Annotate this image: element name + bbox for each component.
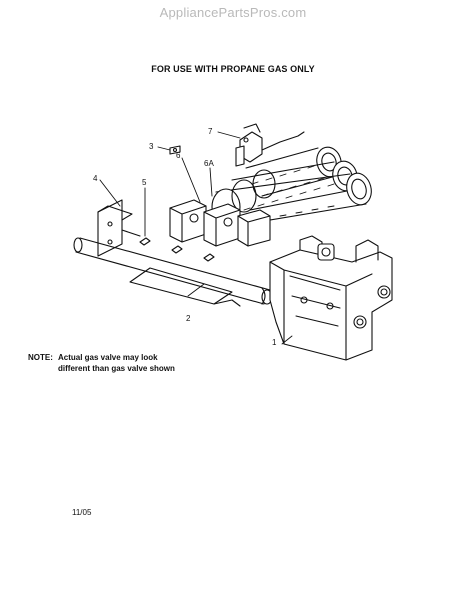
pilot-tubing xyxy=(129,267,241,307)
callout-3: 3 xyxy=(149,142,154,151)
note-line-1: Actual gas valve may look xyxy=(58,353,158,362)
callout-5: 5 xyxy=(142,178,147,187)
callout-2: 2 xyxy=(186,314,191,323)
revision-date: 11/05 xyxy=(72,508,92,517)
callout-6a: 6A xyxy=(204,159,214,168)
watermark: AppliancePartsPros.com xyxy=(159,5,307,20)
thermocouple-nut xyxy=(169,145,181,155)
page-title: FOR USE WITH PROPANE GAS ONLY xyxy=(151,64,315,74)
pilot-assembly xyxy=(235,123,305,167)
callout-7: 7 xyxy=(208,127,213,136)
note-block: NOTE: Actual gas valve may look different… xyxy=(28,352,175,374)
callout-leaders xyxy=(99,131,293,345)
orifice-holders xyxy=(169,199,271,247)
callout-6: 6 xyxy=(176,151,181,160)
callout-1: 1 xyxy=(272,338,277,347)
gas-valve xyxy=(269,235,393,361)
note-line-2: different than gas valve shown xyxy=(58,364,175,373)
note-label: NOTE: xyxy=(28,353,53,362)
callout-4: 4 xyxy=(93,174,98,183)
mounting-bracket xyxy=(97,199,141,257)
